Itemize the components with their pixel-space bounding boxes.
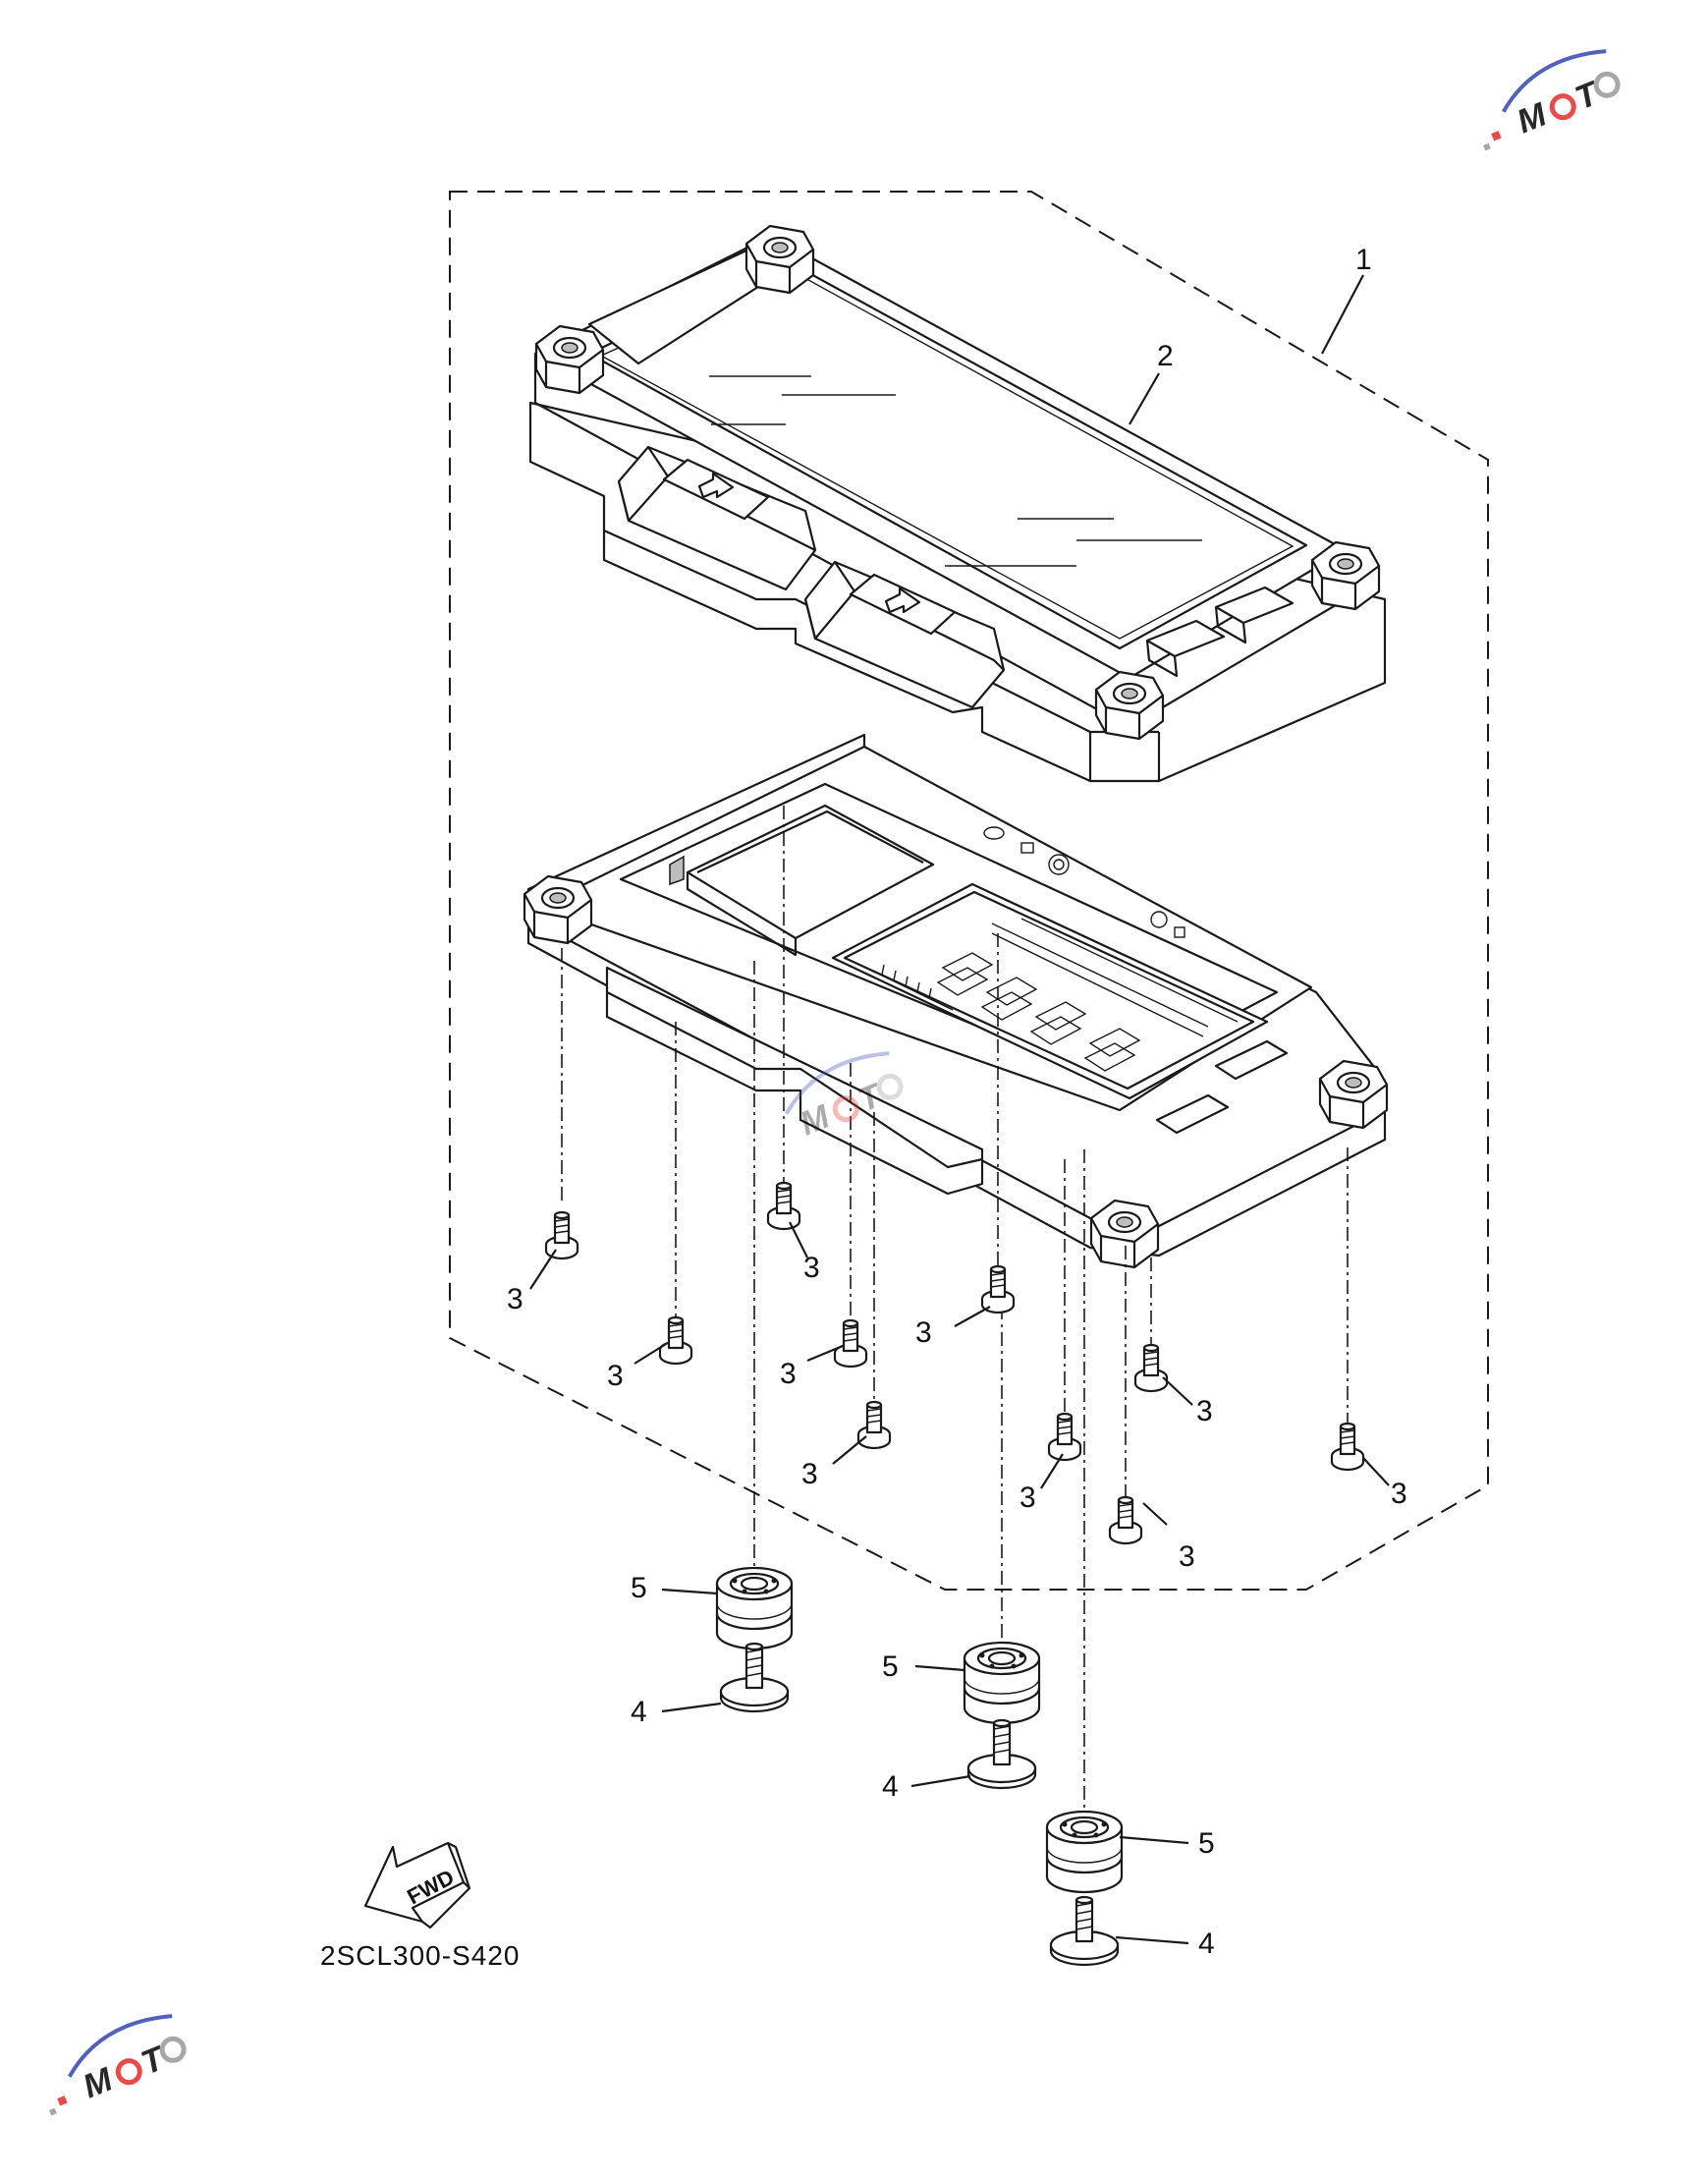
screw-3d [833,1318,868,1369]
svg-text:M: M [78,2060,118,2105]
callout-3: 3 [607,1360,624,1392]
screw-3j [1330,1422,1365,1472]
assembly-boundary [449,191,1489,1591]
meter-case [523,733,1389,1269]
screw-3i [1133,1343,1169,1393]
callout-3: 3 [507,1283,523,1315]
callout-5: 5 [882,1650,899,1683]
callout-3: 3 [780,1358,797,1390]
screw-3a [544,1210,579,1260]
grommets [715,1566,1124,1894]
svg-text:M: M [1512,95,1552,140]
screw-3c [766,1181,801,1231]
leader-lines [529,274,1390,1945]
callout-4: 4 [1198,1928,1215,1960]
watermark-logo-top: M T [1483,49,1621,151]
callout-3: 3 [915,1316,932,1349]
bolt-4c [1049,1895,1120,1967]
fwd-arrow: FWD [363,1841,471,1929]
callout-3: 3 [1019,1481,1036,1514]
left-button-housing [617,445,817,591]
bolt-4b [966,1718,1037,1790]
watermark-logo-bottom: M T [49,2014,187,2116]
callout-3: 3 [1196,1395,1213,1427]
callout-3: 3 [801,1458,818,1490]
callout-5: 5 [631,1572,647,1604]
drawing-code: 2SCL300-S420 [320,1940,520,1971]
screw-3e [856,1400,892,1450]
right-button-housing [803,560,1006,709]
callout-3: 3 [1179,1540,1195,1573]
screw-3g [1047,1412,1082,1462]
bolts [719,1642,1120,1967]
callout-3: 3 [803,1252,820,1284]
callout-5: 5 [1198,1827,1215,1860]
screw-3f [980,1264,1016,1314]
bolt-4a [719,1642,790,1713]
grommet-5c [1045,1810,1124,1894]
meter-cover [528,224,1387,783]
callout-2: 2 [1157,340,1174,372]
callout-labels: 1 2 3 3 3 3 3 3 3 3 3 3 3 4 4 4 5 5 5 [507,244,1407,1960]
grommet-5a [715,1566,794,1650]
alignment-lines [561,806,1349,1857]
grommet-5b [963,1641,1041,1725]
callout-3: 3 [1391,1478,1407,1510]
callout-4: 4 [631,1696,647,1728]
callout-4: 4 [882,1770,899,1803]
callout-1: 1 [1355,244,1372,276]
screws [544,1181,1365,1545]
screw-3h [1108,1495,1143,1545]
screw-3b [658,1315,693,1366]
